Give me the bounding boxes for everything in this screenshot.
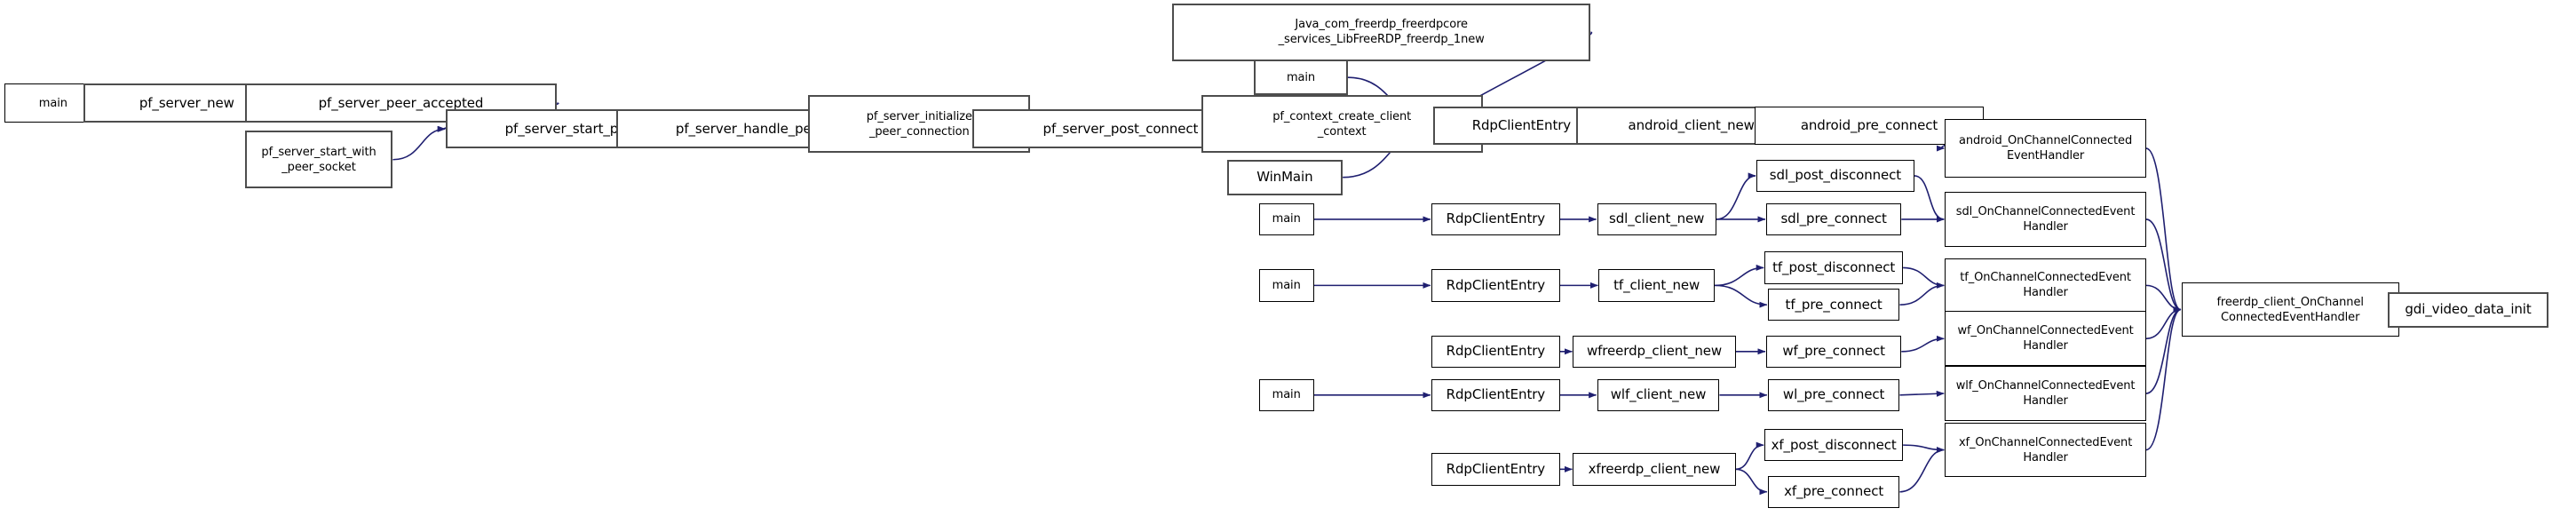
graph-node-sdl-post-disconnect[interactable]: sdl_post_disconnect (1756, 159, 1914, 193)
graph-node-gdi-video-data-init[interactable]: gdi_video_data_init (2387, 291, 2549, 328)
graph-node-sdl-client-new[interactable]: sdl_client_new (1597, 202, 1716, 236)
graph-node-winmain[interactable]: WinMain (1226, 159, 1343, 195)
graph-node-freerdp-client-onchannel-connectedeventhandler[interactable]: freerdp_client_OnChannel ConnectedEventH… (2181, 282, 2399, 337)
graph-edge (1714, 264, 1764, 287)
graph-node-tf-onchannelconnectedevent-handler[interactable]: tf_OnChannelConnectedEvent Handler (1945, 258, 2146, 314)
graph-edge (2145, 306, 2182, 394)
graph-edge (2145, 147, 2182, 314)
graph-node-tf-pre-connect[interactable]: tf_pre_connect (1767, 288, 1900, 322)
graph-node-xfreerdp-client-new[interactable]: xfreerdp_client_new (1573, 453, 1736, 486)
graph-node-main[interactable]: main (1258, 269, 1314, 302)
graph-node-wlf-client-new[interactable]: wlf_client_new (1597, 378, 1720, 411)
graph-edge (1716, 172, 1756, 220)
graph-edge (2145, 306, 2182, 340)
graph-node-android-onchannelconnected-eventhandler[interactable]: android_OnChannelConnected EventHandler (1945, 119, 2146, 178)
graph-node-wlf-onchannelconnectedevent-handler[interactable]: wlf_OnChannelConnectedEvent Handler (1945, 366, 2146, 421)
graph-node-rdpcliententry[interactable]: RdpClientEntry (1431, 335, 1560, 368)
graph-node-wf-pre-connect[interactable]: wf_pre_connect (1765, 335, 1902, 368)
graph-node-rdpcliententry[interactable]: RdpClientEntry (1431, 378, 1560, 411)
graph-node-tf-post-disconnect[interactable]: tf_post_disconnect (1764, 251, 1904, 284)
graph-edge (1735, 441, 1764, 471)
graph-node-wfreerdp-client-new[interactable]: wfreerdp_client_new (1573, 335, 1736, 368)
graph-node-rdpcliententry[interactable]: RdpClientEntry (1431, 453, 1560, 486)
graph-node-wf-onchannelconnectedevent-handler[interactable]: wf_OnChannelConnectedEvent Handler (1945, 311, 2146, 367)
graph-edge (1899, 390, 1945, 397)
graph-node-xf-pre-connect[interactable]: xf_pre_connect (1767, 475, 1900, 508)
graph-edge (1914, 175, 1945, 223)
graph-edge (2145, 306, 2182, 451)
graph-node-main[interactable]: main (1258, 378, 1314, 411)
graph-node-tf-client-new[interactable]: tf_client_new (1598, 269, 1715, 302)
graph-node-xf-post-disconnect[interactable]: xf_post_disconnect (1764, 428, 1904, 462)
graph-node-main[interactable]: main (1258, 202, 1314, 236)
graph-node-xf-onchannelconnectedevent-handler[interactable]: xf_OnChannelConnectedEvent Handler (1945, 422, 2146, 478)
graph-edge (1903, 266, 1945, 289)
graph-node-main[interactable]: main (1254, 60, 1348, 96)
graph-edge (1714, 284, 1768, 308)
graph-node-java-com-freerdp-freerdpcore-services-libfreerdp-freerdp-1new[interactable]: Java_com_freerdp_freerdpcore _services_L… (1171, 3, 1591, 61)
graph-edge (392, 125, 446, 161)
graph-edge (1735, 468, 1768, 496)
graph-edge (2145, 284, 2182, 314)
graph-edge (2145, 218, 2182, 314)
graph-node-rdpcliententry[interactable]: RdpClientEntry (1431, 202, 1560, 236)
graph-edge (1899, 282, 1945, 306)
graph-edge (1903, 444, 1945, 454)
graph-node-wl-pre-connect[interactable]: wl_pre_connect (1767, 378, 1900, 411)
graph-edge (1901, 335, 1945, 353)
graph-node-rdpcliententry[interactable]: RdpClientEntry (1431, 269, 1560, 302)
graph-node-sdl-pre-connect[interactable]: sdl_pre_connect (1765, 202, 1902, 236)
graph-node-pf-server-start-with-peer-socket[interactable]: pf_server_start_with _peer_socket (244, 131, 393, 189)
graph-node-sdl-onchannelconnectedevent-handler[interactable]: sdl_OnChannelConnectedEvent Handler (1945, 192, 2146, 247)
graph-edge (1899, 447, 1945, 493)
